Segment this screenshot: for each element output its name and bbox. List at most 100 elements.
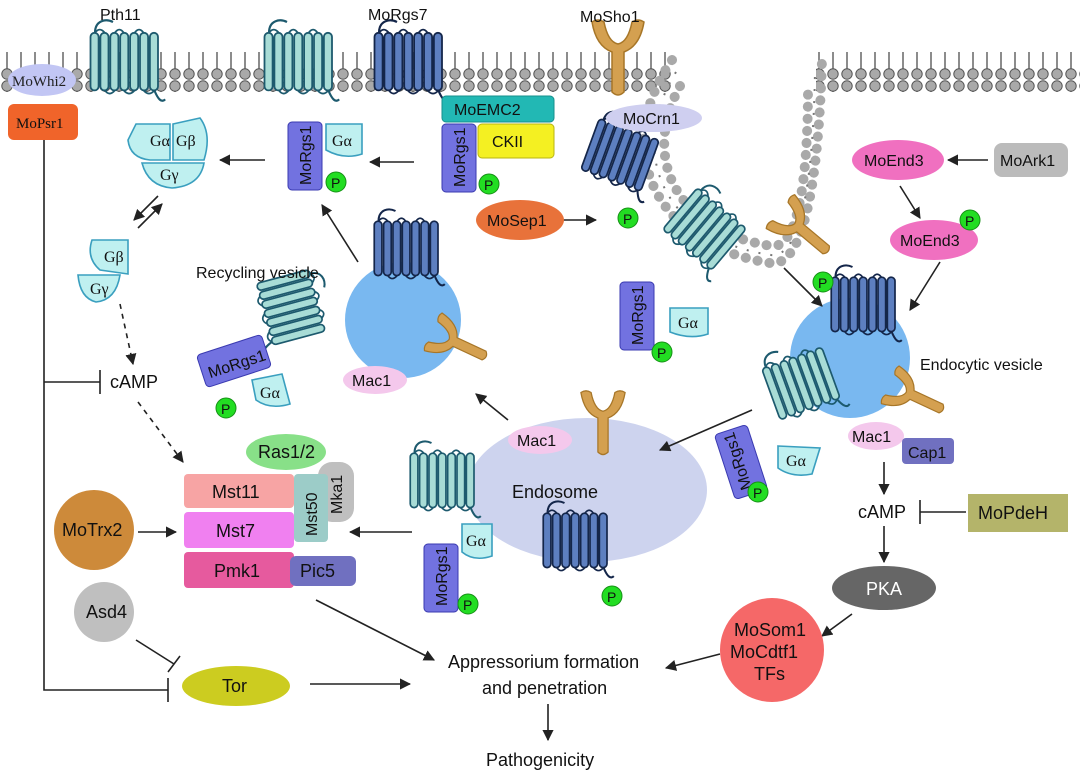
morgs1-galpha-endocytic: MoRgs1 Gα P [714, 424, 822, 503]
mac1-endosome [508, 426, 572, 454]
galpha-label-3: Gα [678, 315, 699, 332]
morgs1-label-6: MoRgs1 [434, 546, 451, 606]
endocytic-vesicle-label: Endocytic vesicle [920, 357, 1043, 374]
phospho-3: P [657, 345, 666, 361]
motrx2 [54, 490, 134, 570]
galpha-label-4: Gα [260, 385, 281, 402]
mocdtf1-label: MoCdtf1 [730, 642, 798, 662]
phospho-6: P [463, 597, 472, 613]
trimer-galpha-label: Gα [150, 133, 171, 150]
mowhi2-label: MoWhi2 [12, 74, 66, 90]
appressorium-label-2: and penetration [482, 678, 607, 698]
moemc2-label: MoEMC2 [454, 102, 521, 119]
morgs1-label-1: MoRgs1 [298, 125, 315, 185]
morgs1-galpha-endosome: MoRgs1 Gα P P [423, 523, 623, 615]
moark1-label: MoArk1 [1000, 153, 1055, 170]
cap1 [902, 438, 954, 464]
mosho1-label: MoSho1 [580, 9, 640, 26]
morgs1-label-2: MoRgs1 [452, 127, 469, 187]
mopdeh-label: MoPdeH [978, 503, 1048, 523]
pka-label: PKA [866, 579, 902, 599]
asd4 [74, 582, 134, 642]
ckii-label: CKII [492, 134, 523, 151]
morgs1-galpha-recycling: MoRgs1 Gα P [196, 334, 291, 419]
moark1 [994, 143, 1068, 177]
moend3-label-top: MoEnd3 [864, 153, 924, 170]
mka1-label: Mka1 [329, 475, 346, 514]
morgs1-galpha-invagination: MoRgs1 Gα P P P [617, 207, 834, 363]
phospho-2: P [484, 177, 493, 193]
mocrn1-label: MoCrn1 [623, 111, 680, 128]
mac1-label-endocytic: Mac1 [852, 429, 891, 446]
endosome-teal-receptor [409, 440, 482, 519]
morgs1-label-3: MoRgs1 [630, 285, 647, 345]
mac1-endocytic [848, 422, 904, 450]
recycling-navy-receptor [373, 208, 446, 287]
pmk1-label: Pmk1 [214, 561, 260, 581]
endosome-label: Endosome [512, 482, 598, 502]
mst11-label: Mst11 [212, 482, 260, 502]
mac1-label-endosome: Mac1 [517, 433, 556, 450]
mopsr1-label: MoPsr1 [16, 116, 64, 132]
ras-label: Ras1/2 [258, 442, 315, 462]
plasma-membrane-right [816, 52, 1080, 92]
moend3-top [852, 140, 944, 180]
moend3-phospho [890, 220, 978, 260]
phospho-7: P [607, 589, 616, 605]
galpha-label-5: Gα [786, 453, 807, 470]
tor [182, 666, 290, 706]
mopdeh [968, 494, 1068, 532]
tfs-label: TFs [754, 664, 785, 684]
endocytic-navy-receptor [830, 264, 903, 343]
moemc2-ckii-complex: MoEMC2 MoRgs1 CKII P [441, 95, 555, 195]
phospho-3b: P [623, 211, 632, 227]
camp-left-label: cAMP [110, 372, 158, 392]
dimer-gbeta-label: Gβ [104, 249, 124, 266]
mst50-label: Mst50 [304, 492, 321, 536]
trimer-ggamma-label: Gγ [160, 167, 179, 184]
g-protein-trimer: Gα Gβ Gγ [127, 117, 208, 189]
cap1-label: Cap1 [908, 445, 946, 462]
phospho-5: P [753, 485, 762, 501]
galpha-label-6: Gα [466, 533, 487, 550]
mowhi2 [8, 64, 76, 96]
recycling-vesicle-label: Recycling vesicle [196, 265, 319, 282]
asd4-label: Asd4 [86, 602, 127, 622]
trimer-gbeta-label: Gβ [176, 133, 196, 150]
mosep1-label: MoSep1 [487, 213, 547, 230]
phospho-3c: P [818, 275, 827, 291]
pka [832, 566, 936, 610]
morgs1-galpha-membrane: MoRgs1 Gα P [287, 121, 363, 193]
pic5-label: Pic5 [300, 561, 335, 581]
endosome [467, 418, 707, 562]
mac1-recycling [343, 366, 407, 394]
phospho-moend3: P [965, 213, 974, 229]
galpha-label-1: Gα [332, 133, 353, 150]
motrx2-label: MoTrx2 [62, 520, 122, 540]
mocrn1 [606, 104, 702, 132]
tor-label: Tor [222, 676, 247, 696]
morgs7-label: MoRgs7 [368, 7, 428, 24]
appressorium-label-1: Appressorium formation [448, 652, 639, 672]
mac1-label-recycling: Mac1 [352, 373, 391, 390]
camp-right-label: cAMP [858, 502, 906, 522]
mosom1-label: MoSom1 [734, 620, 806, 640]
mapk-module: Ras1/2 Mka1 Mst11 Mst7 Pmk1 Mst50 Pic5 [184, 434, 356, 588]
arrows [43, 140, 988, 742]
receptor-pth11 [89, 19, 167, 102]
receptor-morgs7 [373, 19, 451, 102]
dimer-ggamma-label: Gγ [90, 281, 109, 298]
phospho-1: P [331, 175, 340, 191]
transcription-factors [720, 598, 824, 702]
receptor-pth11-second [263, 19, 341, 102]
pathogenicity-label: Pathogenicity [486, 750, 594, 770]
moend3-label-bottom: MoEnd3 [900, 233, 960, 250]
pth11-label: Pth11 [100, 7, 141, 24]
mosep1 [476, 200, 564, 240]
phospho-4: P [221, 401, 230, 417]
g-beta-gamma-dimer: Gβ Gγ [77, 239, 129, 303]
mst7-label: Mst7 [216, 521, 255, 541]
mopsr1 [8, 104, 78, 140]
